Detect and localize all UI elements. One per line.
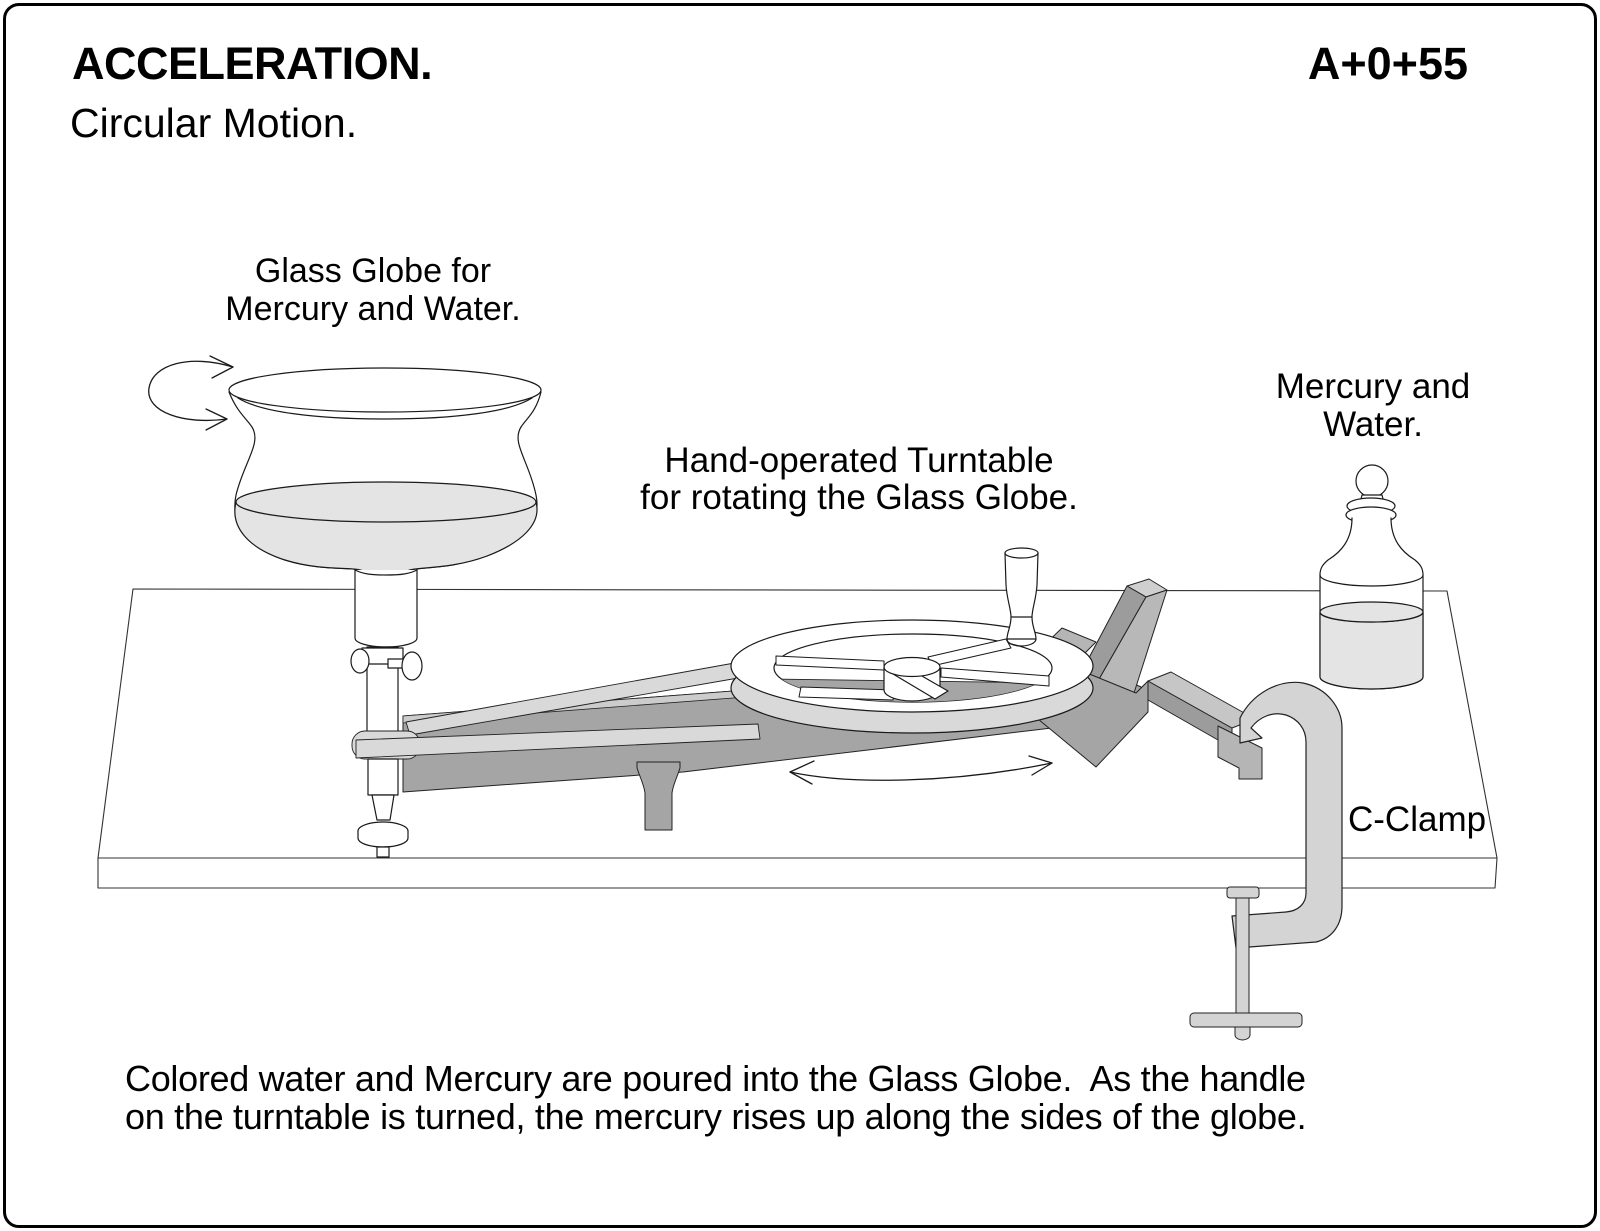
wheel-spoke-east: [940, 667, 1050, 687]
c-clamp-label: C-Clamp: [1348, 800, 1487, 839]
drive-belt-lower: [355, 723, 761, 759]
catalog-code: A+0+55: [1307, 38, 1468, 89]
description-caption: Colored water and Mercury are poured int…: [125, 1058, 1307, 1137]
globe-stem: [354, 569, 418, 648]
glass-globe: [228, 367, 542, 574]
collar-left-knob: [350, 648, 370, 674]
globe-rotation-arrow-icon: [148, 355, 234, 431]
bottle-liquid: [1319, 611, 1424, 690]
wheel-hub: [883, 656, 949, 702]
globe-liquid-surface: [235, 481, 537, 523]
turntable-rotation-arrow-icon: [789, 755, 1053, 785]
wheel-spokes: [775, 638, 1050, 701]
clamp-screw-handle: [1189, 1012, 1303, 1028]
table-front-edge: [97, 857, 1498, 889]
c-clamp-body: [1231, 681, 1343, 949]
page-subtitle: Circular Motion.: [70, 100, 358, 146]
crank-handle: [1004, 547, 1039, 647]
spindle-collar: [350, 647, 423, 681]
clamp-screw: [1189, 886, 1303, 1041]
support-bracket-arm: [1147, 671, 1263, 780]
bottle-stopper: [1355, 464, 1389, 498]
bed-foot: [636, 761, 681, 831]
bottle: [1319, 464, 1424, 690]
page-title: ACCELERATION.: [72, 38, 433, 89]
collar-right-knob: [401, 651, 423, 681]
bottle-liquid-surface: [1319, 601, 1424, 623]
spindle-bearing: [357, 758, 409, 858]
bracket-foot: [1217, 725, 1263, 780]
